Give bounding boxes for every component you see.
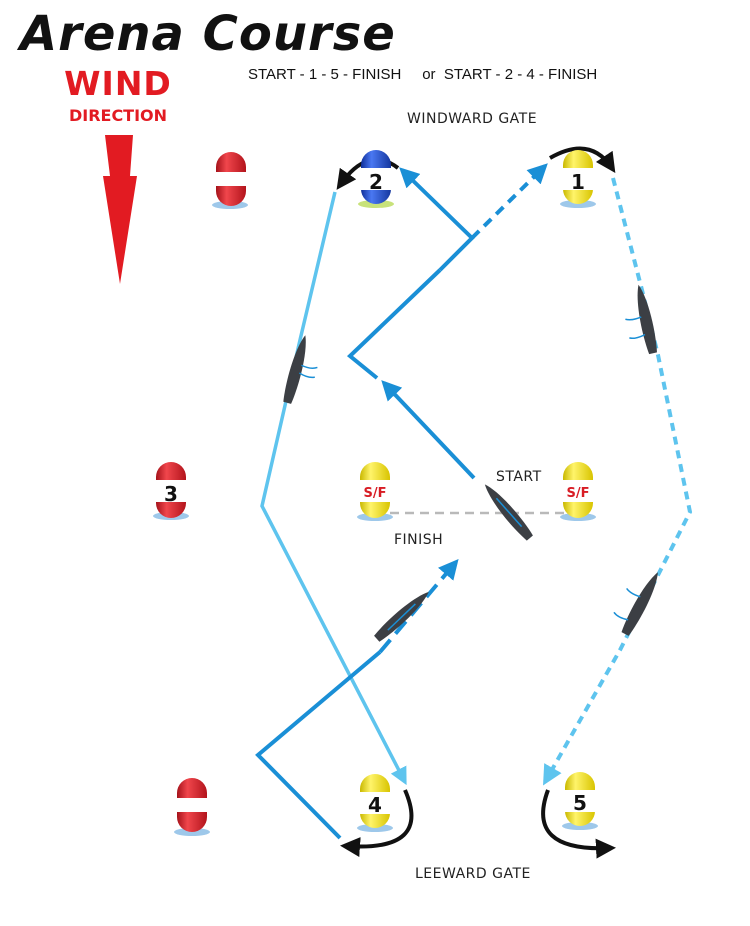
buoy-1-icon [560, 150, 596, 208]
boat-icon [625, 284, 657, 355]
buoy-3-icon [153, 462, 189, 520]
wind-arrow-icon [103, 135, 137, 284]
buoy-sf-right-icon [560, 462, 596, 521]
mark-5-label: 5 [573, 791, 587, 815]
boat-icon [613, 572, 658, 636]
buoy-4-icon [357, 774, 393, 832]
leeward-gate-arrow-4 [340, 789, 414, 857]
course-options: START - 1 - 5 - FINISH or START - 2 - 4 … [248, 66, 598, 83]
direction-label: DIRECTION [68, 106, 168, 125]
leeward-gate-arrow-5 [541, 789, 616, 859]
windward-gate-arrow-1 [549, 146, 616, 173]
mark-2-label: 2 [369, 170, 383, 194]
page-title: Arena Course [20, 6, 396, 62]
boat-icon [283, 335, 318, 404]
mark-sf-right-label: S/F [567, 486, 590, 501]
buoy-red-icon [212, 152, 248, 209]
route-start-1-5-finish [470, 163, 693, 786]
buoy-red-icon [174, 778, 210, 836]
leeward-gate-label: LEEWARD GATE [415, 866, 531, 882]
mark-1-label: 1 [571, 170, 585, 194]
route-2-4-light [260, 191, 407, 786]
buoy-sf-left-icon [357, 462, 393, 521]
buoy-2-icon [358, 150, 394, 208]
mark-sf-left-label: S/F [364, 486, 387, 501]
windward-gate-label: WINDWARD GATE [407, 111, 538, 127]
mark-3-label: 3 [164, 482, 178, 506]
wind-label: WIND [64, 64, 172, 103]
finish-label: FINISH [394, 532, 444, 548]
boat-icon [374, 591, 429, 642]
mark-4-label: 4 [368, 793, 382, 817]
boat-icon [484, 484, 533, 541]
buoy-5-icon [562, 772, 598, 830]
start-label: START [496, 469, 542, 485]
